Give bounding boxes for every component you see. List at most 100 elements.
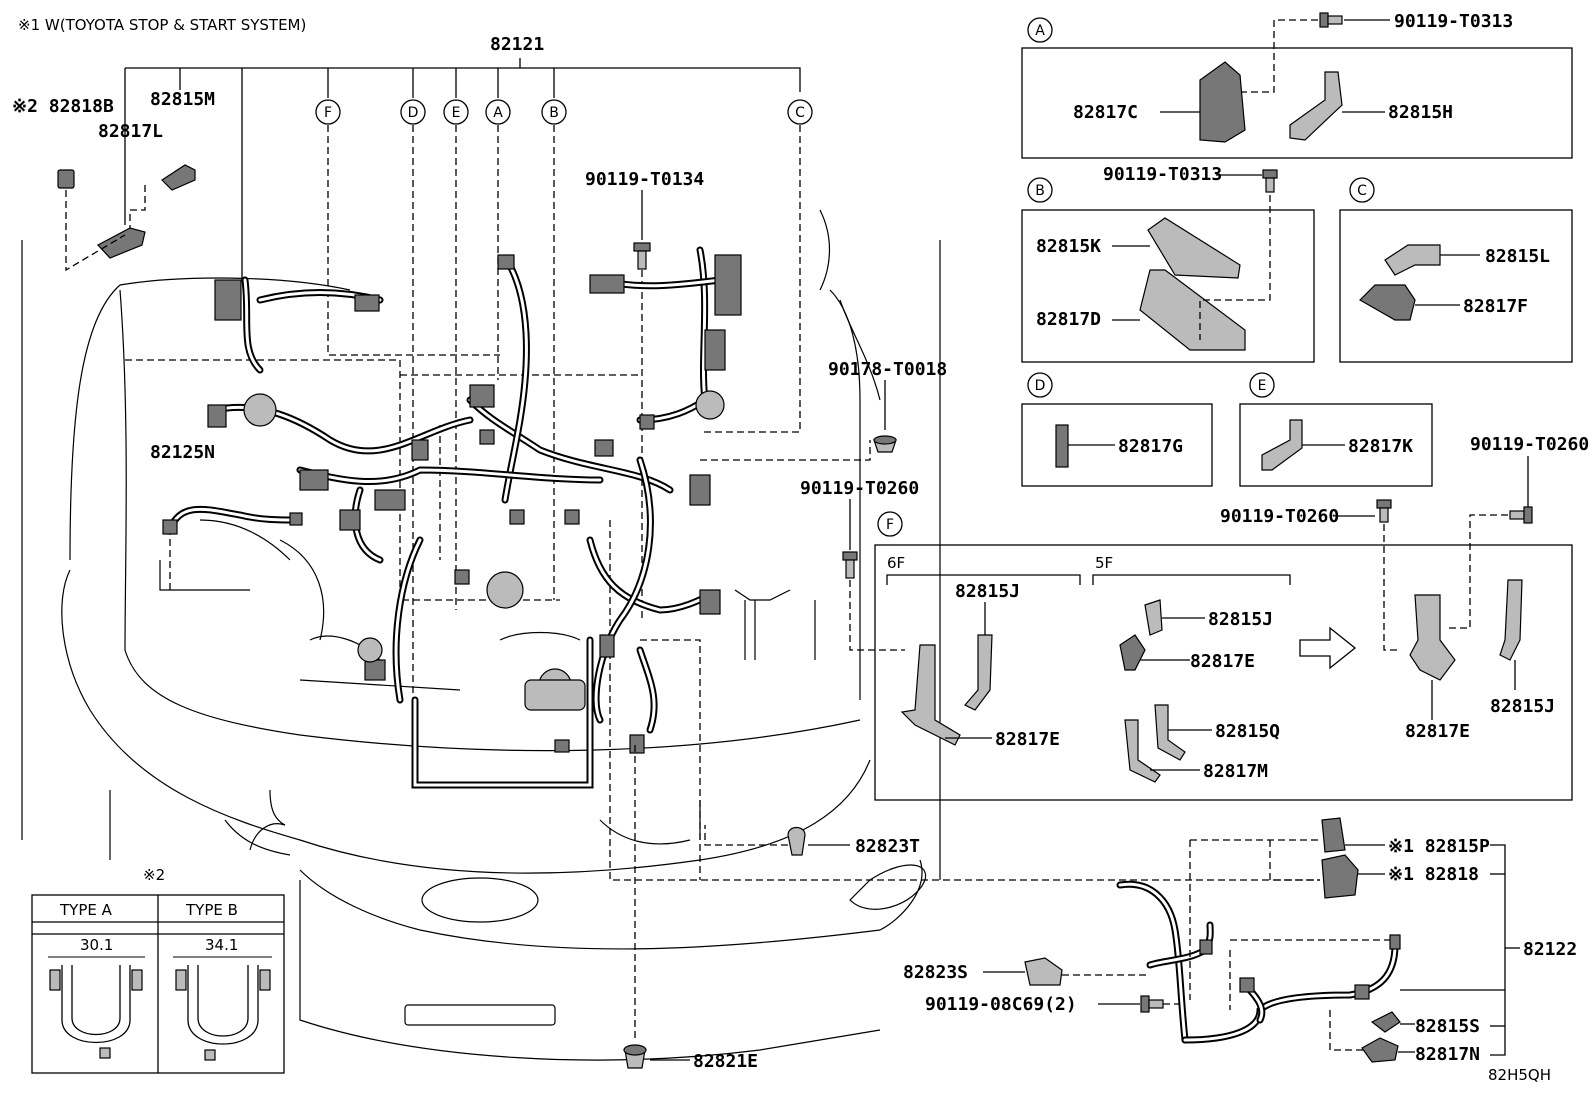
svg-text:B: B [549,105,559,121]
svg-text:A: A [493,105,503,121]
part-82818B [57,169,75,189]
leader-82121 [124,58,801,280]
label-90119-08C69: 90119-08C69(2) [925,994,1077,1015]
clip-82821E [623,1044,647,1069]
part-F-82815J-right [1499,579,1523,661]
label-82815H: 82815H [1388,102,1453,123]
svg-text:A: A [1035,23,1045,39]
label-82817G: 82817G [1118,436,1183,457]
callout-B-main: B [541,99,567,125]
group-6F: 6F [887,554,905,572]
arrow-right [1299,626,1357,670]
label-82817L: 82817L [98,121,163,142]
label-5F-82815J: 82815J [1208,609,1273,630]
label-82121: 82121 [490,34,544,55]
label-F-82815J-right: 82815J [1490,696,1555,717]
label-F-90119-T0260-a: 90119-T0260 [1220,506,1339,527]
label-82817M: 82817M [1203,761,1268,782]
label-82823T: 82823T [855,836,920,857]
label-B-90119-T0313: 90119-T0313 [1103,164,1222,185]
bolt-90119-T0134 [633,242,651,270]
vehicle-body-outline [21,209,941,1061]
part-82817N [1361,1037,1399,1063]
note-stop-start: ※1 W(TOYOTA STOP & START SYSTEM) [18,16,306,34]
label-82821E: 82821E [693,1051,758,1072]
callout-drop-lines [327,125,801,700]
label-82817D: 82817D [1036,309,1101,330]
leader-82122 [1400,844,1520,1056]
bolt-90119-T0313-A [1319,12,1343,28]
label-6F-82817E: 82817E [995,729,1060,750]
part-82815S [1370,1011,1401,1033]
svg-text:E: E [452,105,461,121]
callout-F-box: F [877,511,903,537]
callout-F-main: F [315,99,341,125]
part-82815L [1384,244,1441,276]
callout-D-box: D [1027,372,1053,398]
type-a-dim: 30.1 [80,936,113,954]
part-82817C [1199,61,1246,143]
box-D [1021,403,1213,487]
label-82815L: 82815L [1485,246,1550,267]
type-b-dim: 34.1 [205,936,238,954]
label-82818: ※1 82818 [1388,864,1479,885]
label-82815S: 82815S [1415,1016,1480,1037]
svg-text:B: B [1035,183,1045,199]
svg-text:D: D [408,105,419,121]
label-F-90119-T0260-b: 90119-T0260 [1470,434,1589,455]
callout-C-main: C [787,99,813,125]
label-82817F: 82817F [1463,296,1528,317]
part-82817D [1139,269,1246,351]
box-C [1339,209,1573,363]
part-6F-82815J [964,634,993,711]
part-5F-82815J [1144,599,1163,636]
callout-E-box: E [1249,372,1275,398]
callout-A-main: A [485,99,511,125]
box-A [1021,47,1573,159]
callout-C-box: C [1349,177,1375,203]
part-82815K [1147,217,1241,279]
callout-A-box: A [1027,17,1053,43]
label-82815M: 82815M [150,89,215,110]
box-E [1239,403,1433,487]
label-90178-T0018: 90178-T0018 [828,359,947,380]
label-82818B: ※2 82818B [12,96,114,117]
group-5F: 5F [1095,554,1113,572]
label-82125N: 82125N [150,442,215,463]
label-5F-82817E: 82817E [1190,651,1255,672]
note2-mark: ※2 [143,866,165,884]
harness-82125N [162,505,303,535]
part-82815P [1321,817,1346,853]
part-F-82817E-right [1409,594,1456,681]
part-82817K [1261,419,1303,471]
callout-B-box: B [1027,177,1053,203]
label-82817K: 82817K [1348,436,1413,457]
callout-D-main: D [400,99,426,125]
part-82817L [97,227,146,259]
type-b-header: TYPE B [185,901,238,919]
label-82815P: ※1 82815P [1388,836,1490,857]
bolt-90119-T0313-B [1262,169,1278,193]
bolt-F-90119-T0260-b [1509,506,1533,524]
part-5F-82817E [1119,634,1146,671]
label-A-90119-T0313: 90119-T0313 [1394,11,1513,32]
label-82122: 82122 [1523,939,1577,960]
part-82815H [1289,71,1343,141]
type-table: TYPE A TYPE B 30.1 34.1 [31,894,285,1074]
label-90119-T0134: 90119-T0134 [585,169,704,190]
nut-90178-T0018 [873,435,897,453]
label-82815K: 82815K [1036,236,1101,257]
type-a-header: TYPE A [59,901,113,919]
label-82815Q: 82815Q [1215,721,1280,742]
part-82817G [1055,424,1069,468]
part-82815M [161,164,196,191]
part-5F-82817M [1124,719,1161,783]
svg-text:F: F [324,105,332,121]
bolt-90119-08C69 [1140,995,1164,1013]
box-F [874,544,1573,801]
label-90119-T0260-main: 90119-T0260 [800,478,919,499]
svg-text:D: D [1035,378,1046,394]
figure-code: 82H5QH [1488,1066,1551,1084]
harness-connectors [207,254,742,754]
